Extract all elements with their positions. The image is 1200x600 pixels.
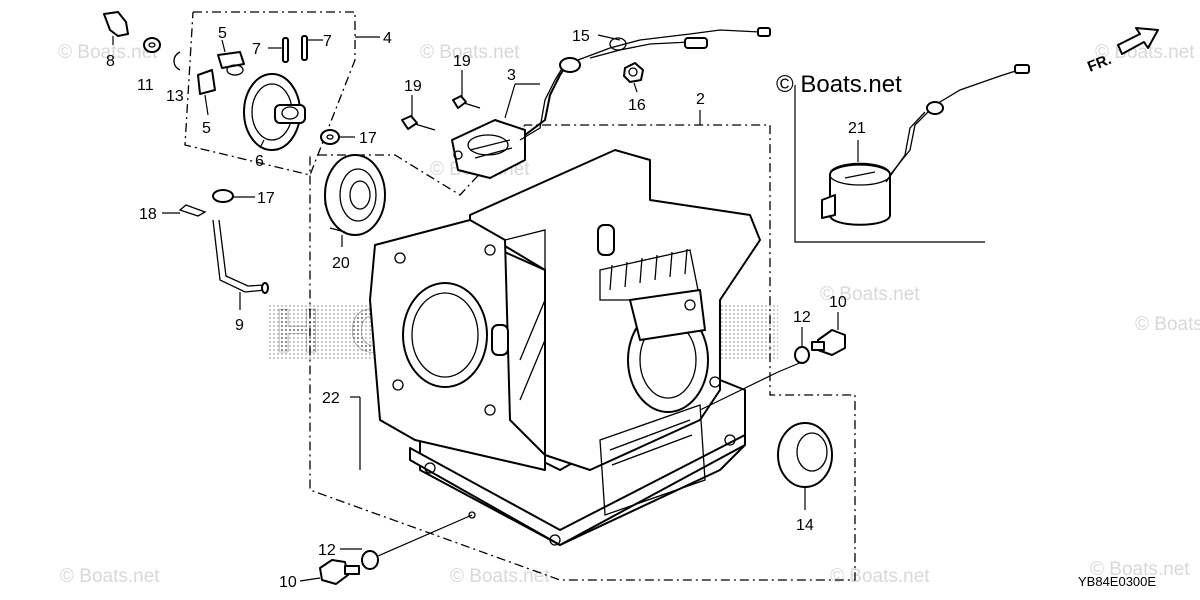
callout-6: 6	[255, 153, 264, 170]
callout-15: 15	[572, 28, 590, 45]
callout-4: 4	[383, 30, 392, 47]
washer-17-top	[320, 129, 340, 145]
callout-16: 16	[628, 97, 646, 114]
crankcase-bearing-boss	[627, 289, 721, 413]
bolts-19	[401, 95, 481, 131]
copyright-text: © Boats.net	[776, 71, 902, 98]
callout-7: 7	[252, 41, 261, 58]
callout-19: 19	[453, 53, 471, 70]
callout-5: 5	[218, 25, 227, 42]
clip-13	[173, 51, 181, 71]
crankcase-assembly-boundary	[309, 124, 856, 581]
watermark: © Boats.net	[60, 566, 160, 587]
callout-labels: 2 3 4 5 5 6 7 7 8 9 10 10 11 12 12 13 14…	[106, 25, 866, 591]
inset-frame	[794, 85, 985, 243]
callout-8: 8	[106, 53, 115, 70]
washer-11	[143, 37, 161, 53]
watermark: © Boats.net	[58, 42, 158, 63]
callout-13: 13	[166, 88, 184, 105]
callout-5: 5	[202, 120, 211, 137]
wire-harness-15	[577, 27, 771, 61]
callout-21: 21	[848, 120, 866, 137]
governor-slider-5	[197, 51, 245, 95]
callout-20: 20	[332, 255, 350, 272]
cap-8	[103, 11, 129, 37]
callout-17: 17	[359, 130, 377, 147]
diagram-code: YB84E0300E	[1078, 574, 1156, 589]
watermark: © Boats.net	[450, 566, 550, 587]
callout-22: 22	[322, 390, 340, 407]
callout-14: 14	[796, 517, 814, 534]
watermark: © Boats.net	[1090, 559, 1190, 580]
bearing-20	[324, 154, 386, 236]
callout-3: 3	[507, 67, 516, 84]
oil-level-switch-3	[451, 57, 581, 179]
front-arrow	[1117, 27, 1159, 55]
washer-17-mid	[212, 189, 234, 203]
callout-2: 2	[696, 91, 705, 108]
nut-16	[623, 62, 644, 83]
leader-lines	[112, 34, 859, 582]
watermark: © Boats.net	[1135, 314, 1200, 335]
assembly-outlines	[184, 11, 985, 581]
governor-assembly-boundary	[184, 11, 356, 176]
watermark: © Boats.net	[830, 566, 930, 587]
breather-tube-9	[212, 219, 269, 294]
clip-18	[178, 204, 207, 217]
governor-gear-6	[243, 73, 306, 151]
callout-19: 19	[404, 78, 422, 95]
pins-7	[282, 35, 308, 63]
cylinder-face	[369, 219, 546, 471]
callout-11: 11	[137, 77, 154, 94]
oil-seal-14	[777, 422, 833, 488]
watermark: © Boats.net	[420, 42, 520, 63]
callout-12: 12	[793, 309, 811, 326]
callout-18: 18	[139, 206, 157, 223]
callout-9: 9	[235, 317, 244, 334]
callout-12: 12	[318, 542, 336, 559]
callout-10: 10	[829, 294, 847, 311]
watermark: © Boats.net	[820, 284, 920, 305]
callout-10: 10	[279, 574, 297, 591]
drain-bolt-right	[794, 329, 846, 364]
callout-7: 7	[323, 33, 332, 50]
drain-bolt-bottom	[319, 550, 379, 585]
callout-17: 17	[257, 190, 275, 207]
inset-oil-switch-21	[821, 64, 1030, 226]
